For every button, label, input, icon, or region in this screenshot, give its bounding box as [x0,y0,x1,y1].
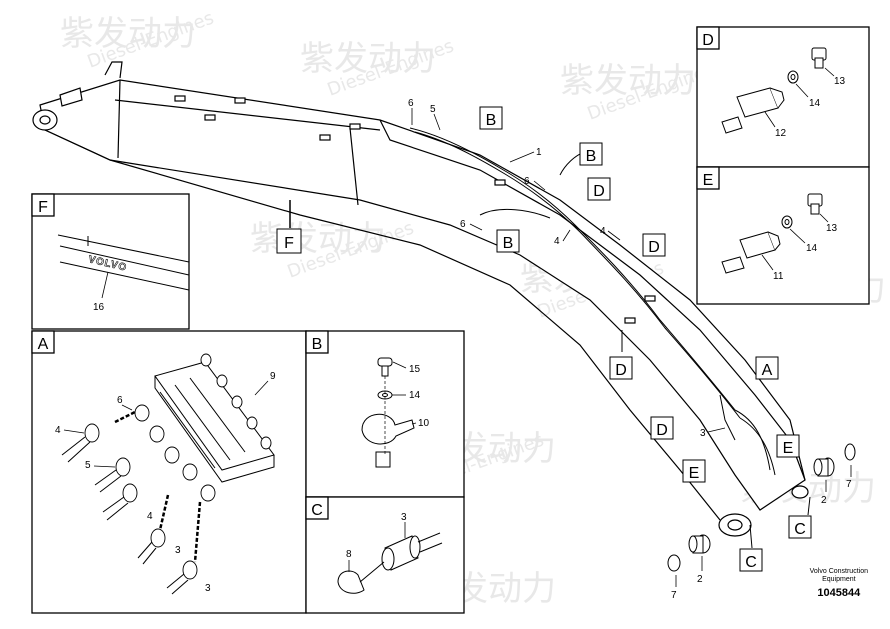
cap [844,443,856,461]
svg-text:C: C [745,554,757,571]
brand-line: Volvo Construction [809,568,868,575]
callout-D: D [650,416,674,440]
part-number: 4 [554,236,560,247]
boom [32,61,809,537]
part-number: 13 [826,223,838,234]
detail-panel-b: B 15 14 10 [305,330,465,498]
svg-text:D: D [656,422,668,439]
part-number: 8 [346,549,352,560]
callout-E: E [682,459,706,483]
boom-body [39,79,806,511]
main-leaders [411,108,852,587]
part-number: 2 [821,495,827,506]
part-number: 3 [175,545,181,556]
cap [667,554,681,572]
svg-text:B: B [486,112,497,129]
svg-text:D: D [593,183,605,200]
callout-A: A [755,356,779,380]
callout-C: C [788,515,812,539]
watermark-cn: 紫发动力 [300,39,436,79]
part-number: 3 [401,512,407,523]
watermark-cn: 紫发动力 [60,14,196,54]
svg-text:F: F [284,235,294,252]
panel-label: D [702,32,714,49]
svg-text:C: C [794,521,806,538]
part-number: 4 [147,511,153,522]
part-number: 10 [418,418,430,429]
part-number: 16 [93,302,105,313]
part-number: 6 [408,98,414,109]
callout-B: B [479,106,503,130]
detail-panel-f: F VOLVO 16 [31,193,190,330]
svg-text:B: B [503,235,514,252]
elbow-connector [337,570,365,594]
callout-D: D [642,233,666,257]
cable-harness [289,127,811,549]
footer: Volvo Construction Equipment 1045844 [810,568,868,599]
part-number: 9 [270,371,276,382]
svg-text:D: D [615,362,627,379]
part-number: 3 [700,428,706,439]
part-number: 4 [600,226,606,237]
callout-B: B [579,142,603,166]
brand-line: Equipment [822,576,856,583]
tip-hardware [667,443,856,572]
panel-label: C [311,502,323,519]
clip [361,413,415,445]
part-number: 4 [55,425,61,436]
callout-D: D [587,177,611,201]
panel-label: F [38,199,48,216]
svg-text:E: E [689,465,700,482]
part-number: 14 [806,243,818,254]
part-number: 13 [834,76,846,87]
callout-B: B [496,229,520,253]
watermark-cn: 紫发动力 [560,61,696,101]
svg-text:E: E [783,440,794,457]
part-number: 7 [671,590,677,601]
detail-panel-e: E 13 14 11 [696,166,870,305]
part-number: 11 [773,271,784,282]
part-number: 12 [775,128,787,139]
detail-panel-a: A 9 6 4 5 [31,330,307,614]
part-number: 3 [205,583,211,594]
panel-label: E [703,172,714,189]
part-number: 6 [524,176,530,187]
part-number: 5 [85,460,91,471]
callout-D: D [609,356,633,380]
svg-text:D: D [648,239,660,256]
panel-label: A [38,336,49,353]
boom-callouts: B B D B D F D A D E E C C [276,106,812,572]
main-part-numbers: 6 5 1 6 6 4 4 3 2 7 2 7 [408,98,852,601]
part-number: 15 [409,364,421,375]
callout-C: C [739,548,763,572]
watermark-cn: 紫发动力 [250,219,386,259]
part-number: 6 [460,219,466,230]
detail-panel-c: C 3 8 [305,496,465,614]
callout-F: F [276,228,302,254]
part-number: 5 [430,104,436,115]
panel-label: B [312,336,323,353]
detail-panel-d: D 13 14 12 [696,26,870,168]
svg-text:A: A [762,362,773,379]
svg-text:B: B [586,148,597,165]
callout-E: E [776,434,800,458]
part-number: 14 [809,98,821,109]
figure-code: 1045844 [817,587,861,599]
part-number: 14 [409,390,421,401]
screw [377,357,393,367]
part-number: 2 [697,574,703,585]
part-number: 1 [536,147,542,158]
nut [375,451,391,468]
part-number: 7 [846,479,852,490]
part-number: 6 [117,395,123,406]
boom-underside [109,159,721,521]
